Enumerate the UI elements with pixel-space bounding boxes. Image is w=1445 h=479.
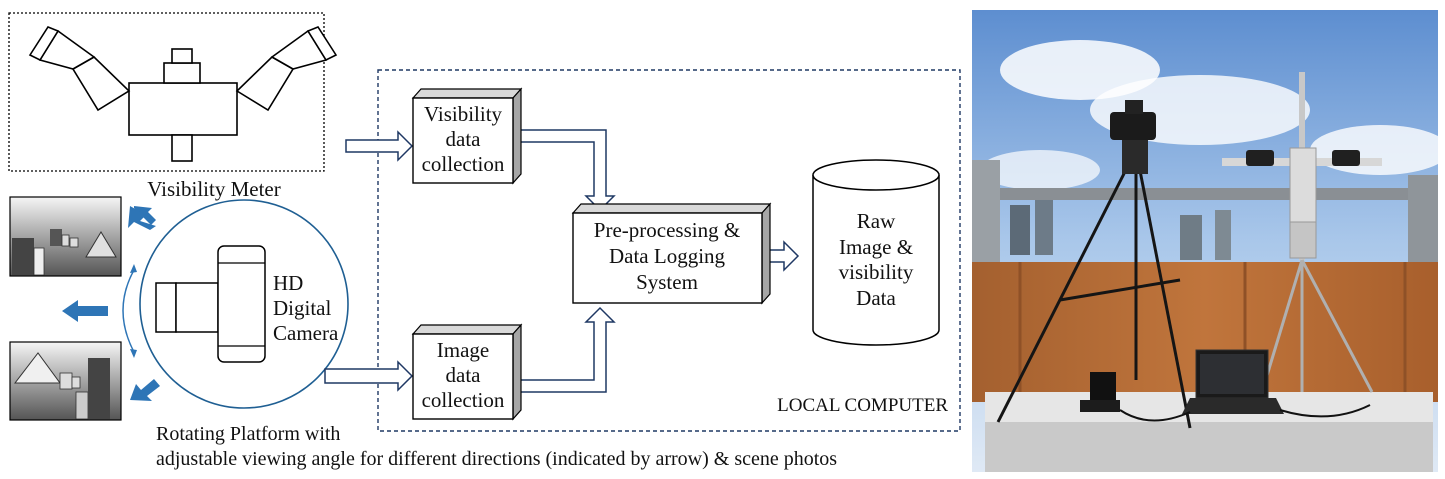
arc-arrowhead-down-icon <box>130 349 137 358</box>
camera-to-image-arrow <box>324 360 414 392</box>
meter-body <box>128 82 238 136</box>
scene-photo-bottom <box>9 341 122 421</box>
visibility-collection-box: Visibility data collection <box>411 87 523 185</box>
arrow-down-left-icon <box>130 379 160 401</box>
camera-label-line-3: Camera <box>273 321 339 345</box>
meter-to-visibility-arrow <box>345 130 414 162</box>
arrow-up-left-icon <box>128 206 156 230</box>
preprocessing-box: Pre-processing & Data Logging System <box>571 202 772 305</box>
visibility-to-preprocess-arrow <box>513 129 616 212</box>
setup-photo <box>972 10 1445 472</box>
meter-bottom-stem <box>171 134 193 162</box>
meter-left-sensor <box>28 26 131 112</box>
direction-arrows <box>62 206 160 401</box>
box-label: Data Logging <box>609 244 726 268</box>
box-label: Pre-processing & <box>594 218 740 242</box>
camera-label-line-2: Digital <box>273 296 331 320</box>
local-computer-label: LOCAL COMPUTER <box>777 395 948 416</box>
box-label: collection <box>422 152 505 176</box>
box-label: data <box>446 363 482 387</box>
box-label: Visibility <box>424 102 503 126</box>
rotation-arc <box>122 269 135 353</box>
box-label: visibility <box>839 260 914 284</box>
box-label: Image <box>437 338 489 362</box>
box-label: System <box>636 270 698 294</box>
camera-label-line-1: HD <box>273 271 303 295</box>
image-to-preprocess-arrow <box>513 306 616 393</box>
meter-top-block <box>163 62 201 84</box>
box-label: data <box>446 127 482 151</box>
visibility-meter: Visibility Meter <box>8 12 338 201</box>
box-label: Data <box>856 286 896 310</box>
rotating-platform: HD Digital Camera <box>139 199 349 409</box>
meter-top-cap <box>171 48 193 64</box>
image-collection-box: Image data collection <box>411 323 523 421</box>
raw-data-storage: Raw Image & visibility Data <box>812 159 940 346</box>
visibility-meter-label: Visibility Meter <box>147 177 280 201</box>
platform-caption-line-1: Rotating Platform with <box>156 423 340 445</box>
camera-body <box>217 245 266 363</box>
camera-lens-mount <box>175 282 219 333</box>
visibility-meter-frame <box>8 12 325 172</box>
box-label: Image & <box>839 235 913 259</box>
arc-arrowhead-up-icon <box>130 264 137 273</box>
connection-arrows <box>324 129 800 393</box>
meter-right-sensor <box>235 26 338 112</box>
platform-caption-line-2: adjustable viewing angle for different d… <box>156 448 837 470</box>
arrow-left-icon <box>62 300 108 322</box>
box-label: Raw <box>857 209 896 233</box>
camera-lens <box>155 282 177 333</box>
local-computer-boundary <box>377 69 961 432</box>
box-label: collection <box>422 388 505 412</box>
scene-photo-top <box>9 196 122 277</box>
